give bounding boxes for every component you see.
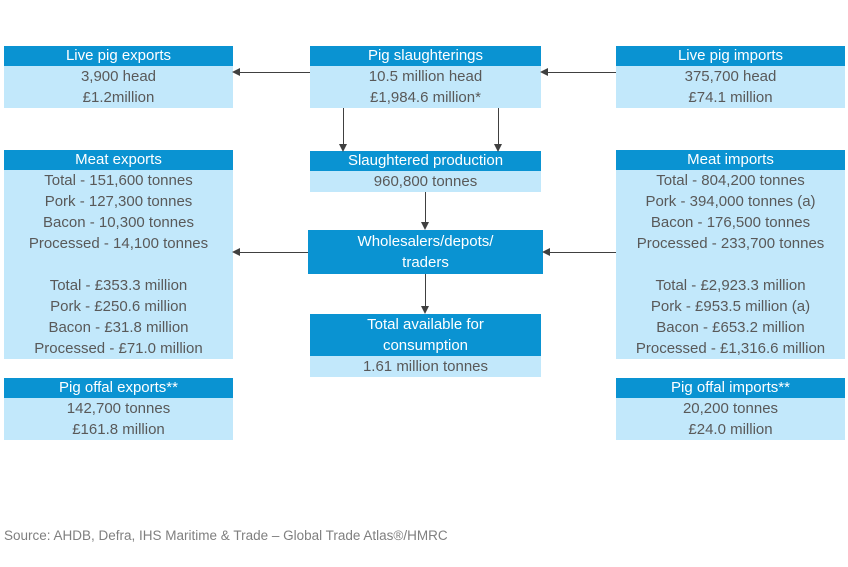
arrow-live-imports-to-slaughterings-head xyxy=(540,68,548,76)
slaughtered-production-header: Slaughtered production xyxy=(310,151,541,171)
meat-imports-box: Meat imports Total - 804,200 tonnes Pork… xyxy=(616,150,845,359)
stat-line: 1.61 million tonnes xyxy=(362,358,489,375)
stat-line xyxy=(4,254,233,275)
arrow-production-to-wholesalers-head xyxy=(421,222,429,230)
arrow-wholesalers-to-consumption-line xyxy=(425,274,426,307)
stat-line: Processed - 233,700 tonnes xyxy=(636,235,825,252)
wholesalers-title-line1: Wholesalers/depots/ xyxy=(357,233,494,250)
pig-offal-imports-box: Pig offal imports** 20,200 tonnes £24.0 … xyxy=(616,378,845,440)
stat-line: Bacon - £31.8 million xyxy=(48,319,189,336)
stat-line: 142,700 tonnes xyxy=(66,400,171,417)
pig-offal-exports-box: Pig offal exports** 142,700 tonnes £161.… xyxy=(4,378,233,440)
pig-offal-imports-body: 20,200 tonnes £24.0 million xyxy=(616,398,845,440)
stat-line: Pork - 127,300 tonnes xyxy=(44,193,193,210)
meat-exports-body: Total - 151,600 tonnes Pork - 127,300 to… xyxy=(4,170,233,359)
pig-slaughterings-body: 10.5 million head £1,984.6 million* xyxy=(310,66,541,108)
stat-line: Total - 151,600 tonnes xyxy=(44,172,193,189)
stat-line xyxy=(616,254,845,275)
live-pig-exports-box: Live pig exports 3,900 head £1.2million xyxy=(4,46,233,108)
arrow-meat-imports-to-wholesalers-head xyxy=(542,248,550,256)
stat-line: Pork - 394,000 tonnes (a) xyxy=(645,193,816,210)
slaughtered-production-body: 960,800 tonnes xyxy=(310,171,541,192)
wholesalers-box: Wholesalers/depots/ traders xyxy=(308,230,543,274)
arrow-live-imports-to-slaughterings-line xyxy=(548,72,616,73)
live-pig-exports-header: Live pig exports xyxy=(4,46,233,66)
arrow-slaughterings-to-production-left-line xyxy=(343,108,344,145)
stat-line: Total - £353.3 million xyxy=(49,277,188,294)
stat-line: Pork - £250.6 million xyxy=(50,298,187,315)
stat-line: £24.0 million xyxy=(688,421,773,438)
arrow-wholesalers-to-meat-exports-head xyxy=(232,248,240,256)
stat-line: Bacon - 176,500 tonnes xyxy=(650,214,811,231)
arrow-production-to-wholesalers-line xyxy=(425,192,426,223)
stat-line: Bacon - 10,300 tonnes xyxy=(43,214,194,231)
total-available-body: 1.61 million tonnes xyxy=(310,356,541,377)
stat-line: Processed - £71.0 million xyxy=(34,340,203,357)
stat-line: £161.8 million xyxy=(72,421,165,438)
meat-imports-header: Meat imports xyxy=(616,150,845,170)
total-available-title-line1: Total available for xyxy=(367,316,484,333)
arrow-wholesalers-to-consumption-head xyxy=(421,306,429,314)
stat-line: Total - £2,923.3 million xyxy=(655,277,806,294)
live-pig-imports-header: Live pig imports xyxy=(616,46,845,66)
total-available-title-line2: consumption xyxy=(382,337,469,354)
arrow-wholesalers-to-meat-exports-line xyxy=(240,252,308,253)
stat-line: 3,900 head xyxy=(80,68,157,85)
live-pig-exports-body: 3,900 head £1.2million xyxy=(4,66,233,108)
live-pig-imports-body: 375,700 head £74.1 million xyxy=(616,66,845,108)
stat-line: 10.5 million head xyxy=(368,68,483,85)
meat-exports-header: Meat exports xyxy=(4,150,233,170)
arrow-slaughterings-to-production-left-head xyxy=(339,144,347,152)
stat-line: Processed - £1,316.6 million xyxy=(635,340,826,357)
stat-line: £1,984.6 million* xyxy=(370,89,481,106)
slaughtered-production-box: Slaughtered production 960,800 tonnes xyxy=(310,151,541,192)
stat-line: Processed - 14,100 tonnes xyxy=(28,235,209,252)
meat-exports-box: Meat exports Total - 151,600 tonnes Pork… xyxy=(4,150,233,359)
pig-offal-imports-header: Pig offal imports** xyxy=(616,378,845,398)
stat-line: £1.2million xyxy=(82,89,155,106)
arrow-slaughterings-to-live-exports-line xyxy=(240,72,310,73)
pig-slaughterings-header: Pig slaughterings xyxy=(310,46,541,66)
total-available-box: Total available for consumption 1.61 mil… xyxy=(310,314,541,377)
meat-imports-body: Total - 804,200 tonnes Pork - 394,000 to… xyxy=(616,170,845,359)
wholesalers-title-line2: traders xyxy=(402,254,449,271)
arrow-meat-imports-to-wholesalers-line xyxy=(550,252,616,253)
stat-line: Pork - £953.5 million (a) xyxy=(650,298,811,315)
stat-line: 375,700 head xyxy=(684,68,777,85)
arrow-slaughterings-to-live-exports-head xyxy=(232,68,240,76)
total-available-header: Total available for consumption xyxy=(310,314,541,356)
stat-line: 20,200 tonnes xyxy=(682,400,779,417)
arrow-slaughterings-to-production-right-head xyxy=(494,144,502,152)
stat-line: Total - 804,200 tonnes xyxy=(656,172,805,189)
source-note: Source: AHDB, Defra, IHS Maritime & Trad… xyxy=(4,528,448,543)
pig-slaughterings-box: Pig slaughterings 10.5 million head £1,9… xyxy=(310,46,541,108)
arrow-slaughterings-to-production-right-line xyxy=(498,108,499,145)
stat-line: Bacon - £653.2 million xyxy=(656,319,805,336)
stat-line: £74.1 million xyxy=(688,89,773,106)
pig-offal-exports-body: 142,700 tonnes £161.8 million xyxy=(4,398,233,440)
pig-offal-exports-header: Pig offal exports** xyxy=(4,378,233,398)
live-pig-imports-box: Live pig imports 375,700 head £74.1 mill… xyxy=(616,46,845,108)
stat-line: 960,800 tonnes xyxy=(373,173,478,190)
